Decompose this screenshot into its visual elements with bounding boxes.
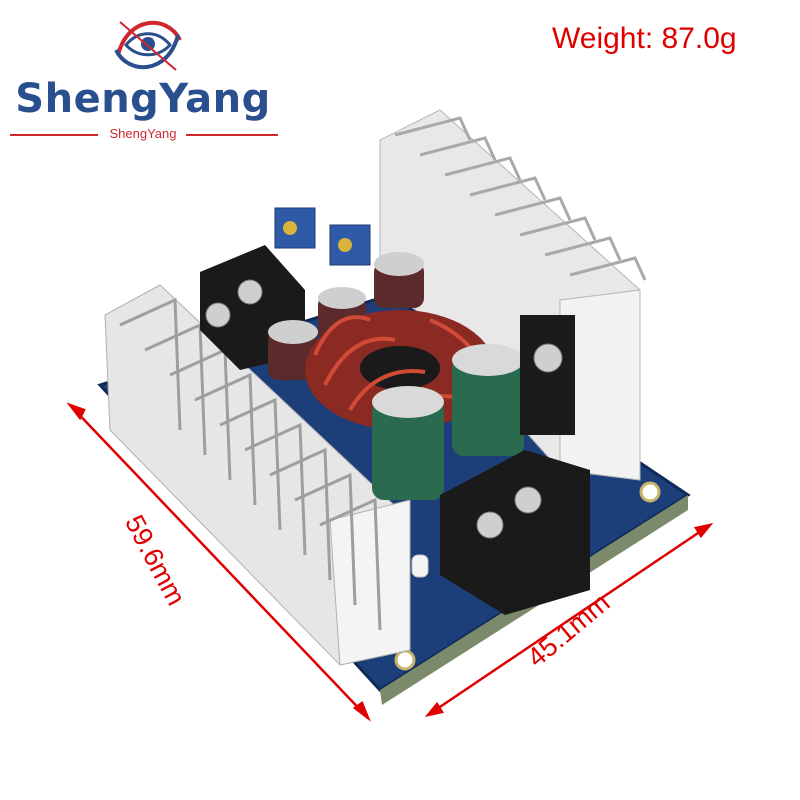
led	[411, 554, 429, 578]
capacitors-large	[372, 344, 524, 500]
mounting-hole	[639, 481, 661, 503]
mosfet-screw	[533, 343, 563, 373]
terminal-block-right	[440, 450, 590, 615]
dimension-arrows	[66, 402, 714, 722]
mounting-hole	[394, 649, 416, 671]
logo-divider-right	[186, 134, 278, 136]
weight-label: Weight: 87.0g	[552, 22, 737, 55]
eye-swirl-logo-icon	[114, 20, 182, 71]
heatsink-left	[104, 284, 411, 666]
inductor-coil	[305, 310, 495, 430]
brand-subtitle: ShengYang	[109, 126, 177, 141]
brand-logo: ShengYang ShengYang	[8, 10, 278, 141]
potentiometers	[274, 207, 371, 266]
logo-divider-left	[10, 134, 98, 136]
brand-name: ShengYang	[15, 76, 271, 122]
mosfet	[520, 315, 575, 435]
